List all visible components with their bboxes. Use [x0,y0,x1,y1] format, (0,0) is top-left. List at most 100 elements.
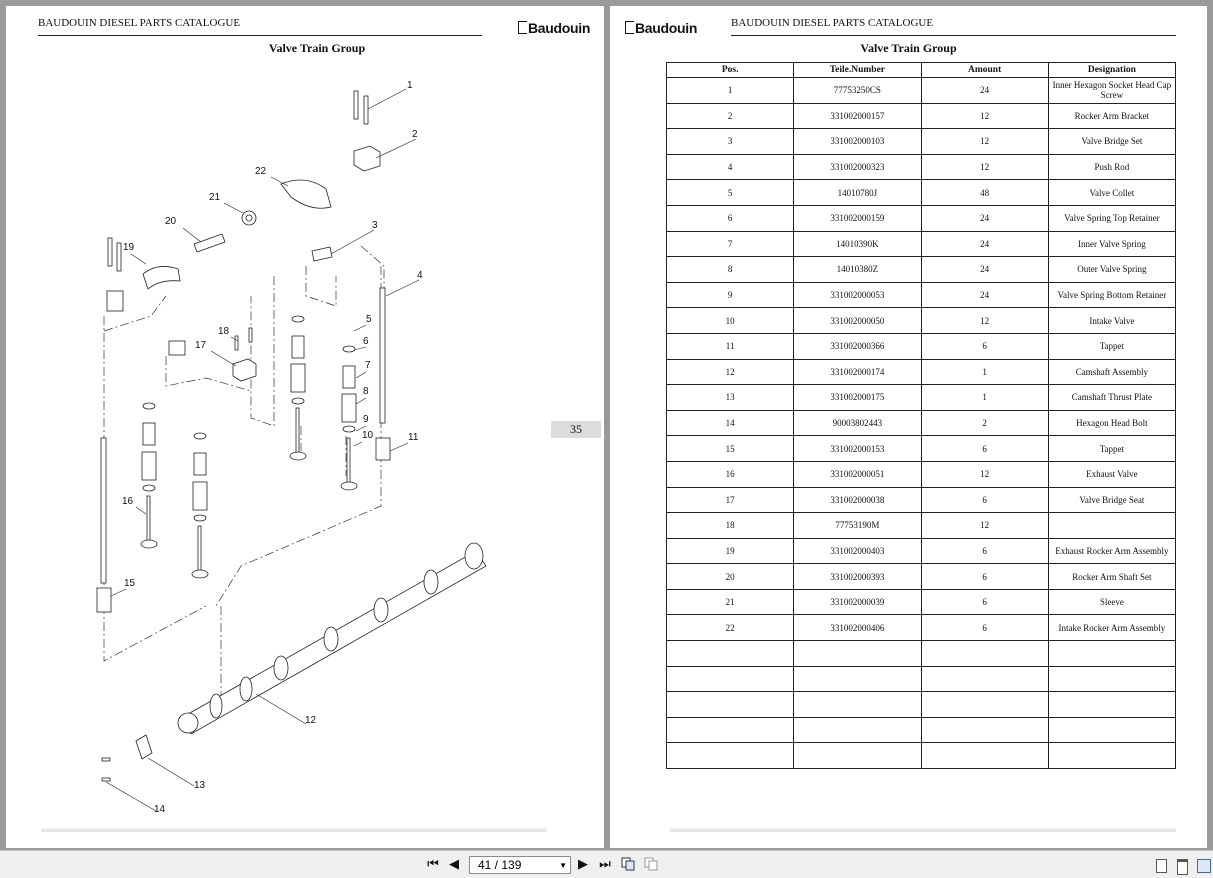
cell-designation: Inner Hexagon Socket Head Cap Screw [1047,77,1177,104]
prev-page-icon[interactable]: ◀ [449,856,459,871]
cell-part-number: 14010380Z [793,256,922,283]
logo-mark-icon [625,21,634,34]
callout-9: 9 [363,414,369,425]
cell-amount: 2 [920,409,1049,437]
cell-part-number: 331002000053 [793,281,922,309]
copy-icon[interactable] [620,855,636,873]
two-page-view-icon[interactable] [1197,859,1211,873]
paste-icon[interactable] [643,855,659,873]
cell-empty [665,640,795,667]
cell-pos: 8 [665,256,795,283]
next-page-icon[interactable]: ▶ [578,856,588,871]
cell-amount: 6 [920,588,1049,616]
page-title: Valve Train Group [268,41,366,55]
cell-pos: 6 [665,204,795,232]
cell-empty [920,665,1049,693]
callout-17: 17 [195,340,207,351]
cell-designation: Exhaust Rocker Arm Assembly [1047,537,1177,565]
col-part-number: Teile.Number [793,62,922,78]
cell-designation: Tappet [1047,435,1177,462]
brand-logo: Baudouin [625,20,697,36]
cell-empty [1047,716,1177,744]
cell-amount: 24 [920,281,1049,309]
callout-22: 22 [255,166,267,177]
left-page-number: 35 [551,421,601,438]
continuous-view-icon[interactable] [1177,859,1188,875]
cell-amount: 12 [920,512,1049,539]
page-number-input[interactable]: 41 / 139 ▼ [469,856,571,874]
cell-amount: 12 [920,102,1049,130]
cell-part-number: 331002000051 [793,460,922,488]
cell-part-number: 331002000393 [793,563,922,590]
callout-21: 21 [209,192,221,203]
callout-19: 19 [123,242,135,253]
callout-6: 6 [363,336,369,347]
cell-designation: Intake Valve [1047,307,1177,334]
catalogue-title: BAUDOUIN DIESEL PARTS CATALOGUE [38,17,241,29]
logo-mark-icon [518,21,527,34]
footer-rule [41,828,547,832]
cell-part-number: 331002000366 [793,332,922,360]
cell-designation: Exhaust Valve [1047,460,1177,488]
chevron-down-icon[interactable]: ▼ [559,860,567,870]
cell-pos: 21 [665,588,795,616]
cell-amount: 6 [920,614,1049,642]
cell-empty [665,665,795,693]
cell-part-number: 14010780J [793,179,922,206]
cell-designation: Push Rod [1047,153,1177,181]
cell-pos: 22 [665,614,795,642]
cell-empty [920,691,1049,718]
cell-designation: Rocker Arm Shaft Set [1047,563,1177,590]
cell-pos: 9 [665,281,795,309]
cell-part-number: 77753250CS [793,77,922,104]
parts-table-body: 1 77753250CS 24 Inner Hexagon Socket Head C… [665,77,1177,770]
cell-pos: 14 [665,409,795,437]
header-rule [731,35,1176,36]
cell-part-number: 331002000103 [793,128,922,155]
last-page-icon[interactable]: ⏭ [599,856,611,871]
cell-empty [665,716,795,744]
cell-pos: 12 [665,358,795,386]
callout-2: 2 [412,129,418,140]
callout-13: 13 [194,780,206,791]
cell-designation: Rocker Arm Bracket [1047,102,1177,130]
callout-14: 14 [154,804,166,815]
single-page-view-icon[interactable] [1156,859,1167,873]
cell-empty [1047,665,1177,693]
cell-amount: 6 [920,486,1049,514]
cell-designation: Valve Spring Top Retainer [1047,204,1177,232]
cell-empty [793,716,922,744]
cell-amount: 1 [920,384,1049,411]
table-row-empty [665,640,1177,667]
cell-designation: Valve Spring Bottom Retainer [1047,281,1177,309]
cell-amount: 12 [920,307,1049,334]
brand-logo: Baudouin [518,20,590,36]
callout-10: 10 [362,430,374,441]
cell-pos: 3 [665,128,795,155]
cell-empty [793,742,922,770]
callout-16: 16 [122,496,134,507]
cell-part-number: 331002000174 [793,358,922,386]
first-page-icon[interactable]: ⏮ [427,856,439,871]
cell-pos: 20 [665,563,795,590]
cell-empty [665,742,795,770]
cell-pos: 15 [665,435,795,462]
page-number-value: 41 / 139 [478,858,522,872]
col-pos: Pos. [665,62,795,78]
table-row-empty [665,691,1177,718]
